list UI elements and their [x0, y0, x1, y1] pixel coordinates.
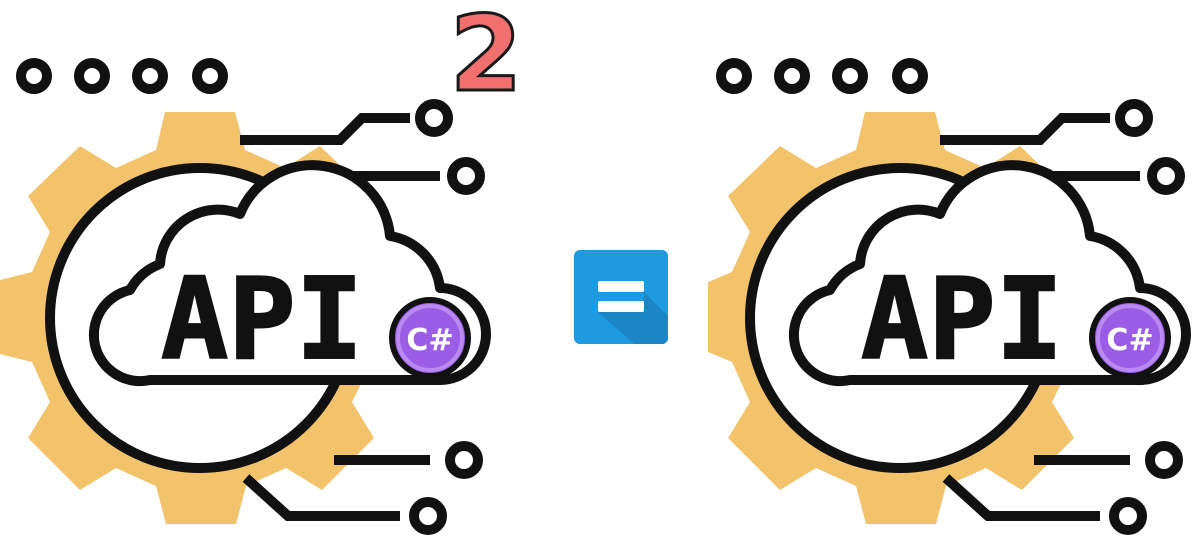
- csharp-label: C#: [1106, 323, 1153, 358]
- api-illustration-left: API C#: [0, 58, 491, 535]
- equals-shadow-icon: [598, 292, 668, 344]
- api-cloud-gear-icon: API C#: [708, 58, 1191, 535]
- csharp-badge: C#: [1089, 297, 1171, 379]
- dots-row-icon: [716, 58, 928, 94]
- equals-bar-bottom: [598, 301, 644, 312]
- api-cloud-gear-icon: API C#: [0, 58, 491, 535]
- cloud-icon: [788, 160, 1191, 387]
- equals-bar-top: [598, 281, 644, 292]
- superscript-two: 2: [448, 0, 523, 116]
- api-label: API: [161, 255, 363, 385]
- dots-row-icon: [16, 58, 228, 94]
- api-label: API: [861, 255, 1063, 385]
- equals-button: [574, 250, 668, 344]
- api-illustration-right: API C#: [700, 0, 1200, 549]
- csharp-label: C#: [406, 323, 453, 358]
- csharp-badge: C#: [389, 297, 471, 379]
- cloud-icon: [88, 160, 491, 387]
